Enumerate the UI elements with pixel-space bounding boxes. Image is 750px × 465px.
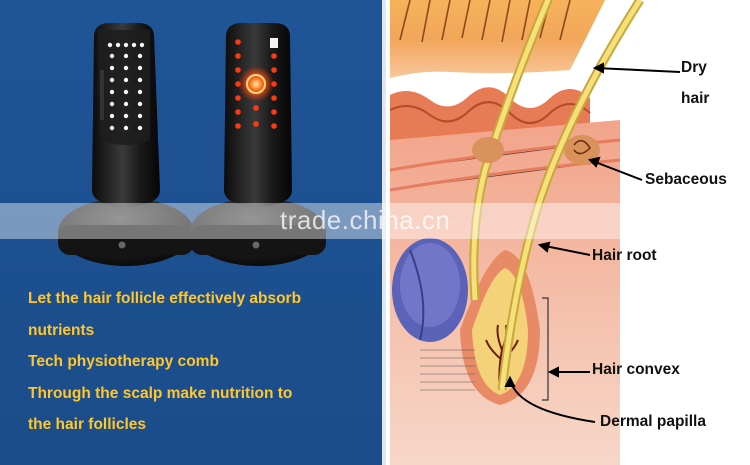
product-photo — [58, 23, 326, 266]
feature-list: Let the hair follicle effectively absorb… — [28, 283, 378, 441]
comb-device-red — [190, 23, 326, 266]
feature-line-3: Tech physiotherapy comb — [28, 353, 219, 370]
follicle-illustration — [390, 0, 681, 465]
feature-line-4: Through the scalp make nutrition to — [28, 384, 293, 402]
watermark-band — [0, 203, 750, 239]
label-hair: hair — [681, 90, 710, 107]
feature-line-5: the hair follicles — [28, 416, 147, 433]
watermark-text: trade.china.cn — [280, 205, 451, 235]
label-hair-convex: Hair convex — [592, 361, 680, 378]
label-dermal-papilla: Dermal papilla — [600, 413, 706, 430]
hair-follicle-diagram: Dry hair Sebaceous Hair root Hair convex… — [390, 0, 750, 465]
label-hair-root: Hair root — [592, 247, 657, 264]
label-dry: Dry — [681, 59, 707, 76]
product-panel: Let the hair follicle effectively absorb… — [0, 0, 386, 465]
comb-device-white — [58, 23, 194, 266]
feature-line-1: Let the hair follicle effectively absorb — [28, 290, 302, 307]
feature-line-2: nutrients — [28, 321, 95, 339]
label-sebaceous: Sebaceous — [645, 171, 727, 188]
